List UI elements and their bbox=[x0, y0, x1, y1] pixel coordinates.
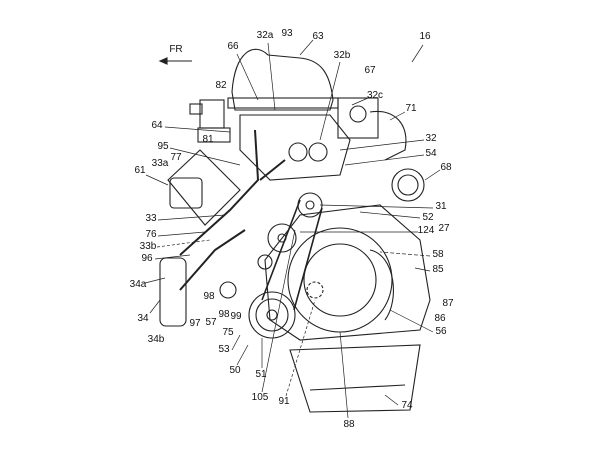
pipe-97 bbox=[179, 229, 246, 291]
ref-label: 82 bbox=[215, 80, 227, 91]
ref-label: 53 bbox=[218, 344, 230, 355]
valve-connector bbox=[189, 103, 203, 115]
ref-label: 50 bbox=[229, 365, 241, 376]
ref-label: 105 bbox=[251, 392, 269, 403]
ref-label: 91 bbox=[278, 396, 290, 407]
ref-label: 33a bbox=[151, 158, 169, 169]
cylinder-61 bbox=[167, 149, 241, 226]
leader-lines bbox=[144, 39, 441, 419]
component-61 bbox=[169, 177, 203, 209]
pulley-51 bbox=[248, 291, 296, 339]
ref-label: 81 bbox=[202, 134, 214, 145]
valve-base bbox=[197, 127, 231, 143]
ref-label: 68 bbox=[440, 162, 452, 173]
ref-label: 58 bbox=[432, 249, 444, 260]
ref-label: 97 bbox=[189, 318, 201, 329]
pulley-31-hub bbox=[305, 200, 315, 210]
throttle-circle bbox=[349, 105, 367, 123]
valve-82 bbox=[199, 99, 225, 129]
cam-pulley-2 bbox=[308, 142, 328, 162]
ref-label: 34b bbox=[147, 334, 165, 345]
ref-label: 34 bbox=[137, 313, 149, 324]
front-direction-label: FR bbox=[169, 44, 183, 55]
cover-85 bbox=[369, 249, 394, 321]
ref-label: 57 bbox=[205, 317, 217, 328]
ref-label: 16 bbox=[419, 31, 431, 42]
ref-label: 124 bbox=[417, 225, 435, 236]
ref-label: 99 bbox=[230, 311, 242, 322]
intake-duct bbox=[369, 110, 407, 161]
cam-pulley-1 bbox=[288, 142, 308, 162]
ref-label: 98 bbox=[203, 291, 215, 302]
ref-label: 56 bbox=[435, 326, 447, 337]
pipe-upper bbox=[259, 159, 286, 181]
ref-label: 31 bbox=[435, 201, 447, 212]
ref-label: 33 bbox=[145, 213, 157, 224]
ref-label: 74 bbox=[401, 400, 413, 411]
crank-inner bbox=[303, 243, 377, 317]
ref-label: 71 bbox=[405, 103, 417, 114]
pulley-51-hub bbox=[266, 309, 278, 321]
ref-label: 77 bbox=[170, 152, 182, 163]
ref-label: 87 bbox=[442, 298, 454, 309]
ref-label: 63 bbox=[312, 31, 324, 42]
ref-label: 67 bbox=[364, 65, 376, 76]
ref-label: 32b bbox=[333, 50, 351, 61]
ref-label: 75 bbox=[222, 327, 234, 338]
cylinder-head bbox=[239, 114, 351, 181]
intake-cover bbox=[231, 48, 334, 111]
pulley-124 bbox=[267, 223, 297, 253]
intake-rail bbox=[227, 97, 339, 109]
ref-label: 27 bbox=[438, 223, 450, 234]
ref-label: 76 bbox=[145, 229, 157, 240]
front-arrow-head bbox=[158, 57, 168, 65]
ref-label: 61 bbox=[134, 165, 146, 176]
crank-axis bbox=[306, 281, 324, 299]
throttle-body bbox=[337, 97, 379, 139]
pulley-98 bbox=[219, 281, 237, 299]
ref-label: 33b bbox=[139, 241, 157, 252]
idler-pulley bbox=[257, 254, 273, 270]
ref-label: 52 bbox=[422, 212, 434, 223]
ref-label: 32 bbox=[425, 133, 437, 144]
ref-label: 34a bbox=[129, 279, 147, 290]
ref-label: 96 bbox=[141, 253, 153, 264]
pipe-33 bbox=[179, 129, 260, 256]
cooler-34 bbox=[159, 257, 187, 327]
ref-label: 98 bbox=[218, 309, 230, 320]
duct-outlet bbox=[391, 168, 425, 202]
ref-label: 64 bbox=[151, 120, 163, 131]
ref-label: 54 bbox=[425, 148, 437, 159]
belt-50 bbox=[261, 199, 323, 311]
duct-outlet-inner bbox=[397, 174, 419, 196]
oil-pan-74 bbox=[289, 344, 421, 413]
ref-label: 86 bbox=[434, 313, 446, 324]
engine-block bbox=[264, 204, 431, 341]
ref-label: 32c bbox=[366, 90, 384, 101]
ref-label: 51 bbox=[255, 369, 267, 380]
ref-label: 66 bbox=[227, 41, 239, 52]
ref-label: 93 bbox=[281, 28, 293, 39]
oil-pan-line bbox=[309, 384, 406, 391]
ref-label: 85 bbox=[432, 264, 444, 275]
ref-label: 95 bbox=[157, 141, 169, 152]
ref-label: 88 bbox=[343, 419, 355, 430]
ref-label: 32a bbox=[256, 30, 274, 41]
pulley-51-inner bbox=[255, 298, 289, 332]
